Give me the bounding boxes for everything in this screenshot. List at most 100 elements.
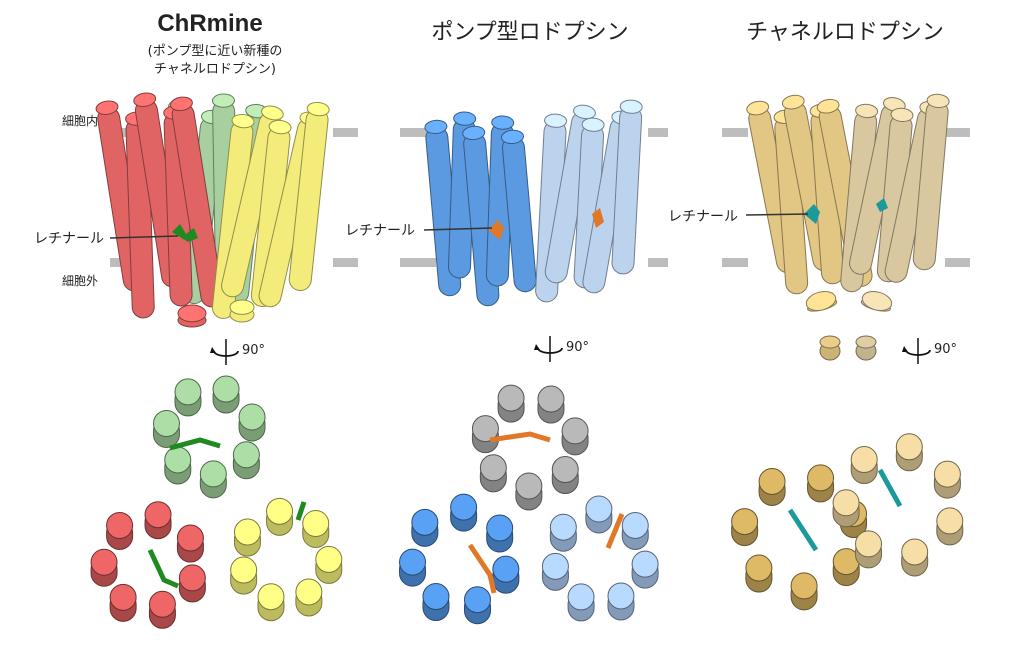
helix (611, 99, 643, 275)
helix-end (901, 538, 929, 566)
helix-end (176, 524, 204, 552)
rotation-arrowhead (534, 344, 540, 350)
helix-cap (177, 304, 207, 323)
helix-cap (890, 107, 914, 123)
helix-end (212, 375, 240, 403)
panel-title-chrmine: ChRmine (157, 10, 263, 37)
helix-end (90, 548, 118, 576)
helix-end (199, 460, 227, 488)
helix-cap (306, 101, 330, 117)
helix-end (106, 511, 134, 539)
pump-top-retinal-c (605, 513, 625, 549)
helix-cap (544, 113, 568, 128)
membrane-label-inside: 細胞内 (62, 114, 99, 128)
helix-end (257, 583, 285, 611)
helix-cap (211, 93, 235, 108)
helix-cap (462, 125, 486, 141)
helix-end (164, 446, 192, 474)
rotation-icons (210, 336, 931, 365)
helix-end (486, 514, 514, 542)
helix-end (895, 433, 923, 461)
helix-cap (926, 93, 950, 109)
helix-end (174, 378, 202, 406)
membrane-inside-segment (648, 128, 668, 137)
helix-end (266, 497, 294, 525)
chrmine-subtitle-line1: (ポンプ型に近い新種の (147, 44, 283, 59)
chrmine-left-helices (95, 92, 224, 319)
helix-cap (855, 103, 879, 119)
helix-cap (746, 100, 770, 116)
rotation-icon-pump (534, 336, 563, 362)
channel-right-helices (840, 93, 950, 293)
helix-end (855, 530, 883, 558)
pump-retinal-left (488, 220, 504, 240)
helix-end (492, 555, 520, 583)
helix-cap (268, 119, 292, 135)
helix-end (479, 454, 507, 482)
membrane-outside-segment (648, 258, 668, 267)
channel-retinal-2 (876, 198, 888, 212)
chrmine-top-protomer-a (152, 375, 266, 499)
membrane-outside-segment (722, 258, 748, 267)
pump-top-protomer-c (541, 495, 659, 622)
channel-top-retinal-b (877, 468, 903, 508)
helix-end (551, 456, 579, 484)
helix-end (631, 550, 659, 578)
helix-end (549, 513, 577, 541)
helix-end (295, 578, 323, 606)
helix-cap (619, 99, 643, 114)
retinal-leader-pump (423, 227, 493, 231)
rotation-arrowhead (210, 347, 216, 353)
membrane-outside-segment (400, 258, 436, 267)
chrmine-right-helices (211, 101, 330, 319)
pump-top-protomer-b (399, 493, 520, 625)
helix-end (178, 564, 206, 592)
rotation-label-pump: 90° (566, 340, 590, 355)
chrmine-top-retinal-c (295, 501, 307, 521)
chrmine-bottom-cap-right (229, 299, 255, 323)
channel-bottom-helix-3 (819, 335, 841, 361)
channel-bottom-helix-4 (855, 335, 877, 361)
channel-top-protomer-a (731, 464, 868, 611)
retinal-leader-channel (745, 213, 809, 216)
membrane-inside-segment (400, 128, 436, 137)
chrmine-top-retinal-b (147, 548, 179, 589)
helix-end (152, 409, 180, 437)
chrmine-top-protomer-c (230, 497, 343, 622)
pump-top-protomer-a (471, 384, 589, 511)
helix-end (607, 582, 635, 610)
helix-end (144, 501, 172, 529)
panel-title-channelrhodopsin: チャネルロドプシン (746, 20, 944, 45)
pump-right-helices (535, 99, 643, 303)
retinal-label-chrmine: レチナール (34, 231, 104, 247)
helix-cap (819, 335, 841, 349)
helix-end (411, 508, 439, 536)
helix-end (807, 464, 835, 492)
protein-structures (90, 92, 964, 629)
helix-end (471, 415, 499, 443)
rotation-label-channel: 90° (934, 342, 958, 357)
helix-end (497, 384, 525, 412)
channel-bottom-helix-left (805, 290, 838, 312)
membrane-inside-segment (945, 128, 970, 137)
pump-left-helices (424, 111, 537, 307)
chrmine-top-retinal-a (169, 437, 221, 451)
helix-end (731, 508, 759, 536)
helix-cap (781, 94, 805, 110)
helix-end (230, 556, 258, 584)
helix-end (832, 489, 860, 517)
helix-cap (805, 290, 837, 312)
helix (912, 93, 950, 271)
helix-end (621, 511, 649, 539)
helix-cap (424, 119, 448, 135)
helix-end (567, 583, 595, 611)
membrane-outside-segment (945, 258, 970, 267)
helix-end (537, 385, 565, 413)
pump-retinal-right (592, 208, 604, 228)
chrmine-subtitle-line2: チャネルロドプシン) (154, 62, 276, 77)
helix-cap (229, 299, 255, 315)
pump-top-retinal-b (467, 543, 497, 594)
helix-end (515, 472, 543, 500)
helix-end (464, 586, 492, 614)
membrane-label-outside: 細胞外 (62, 274, 99, 288)
